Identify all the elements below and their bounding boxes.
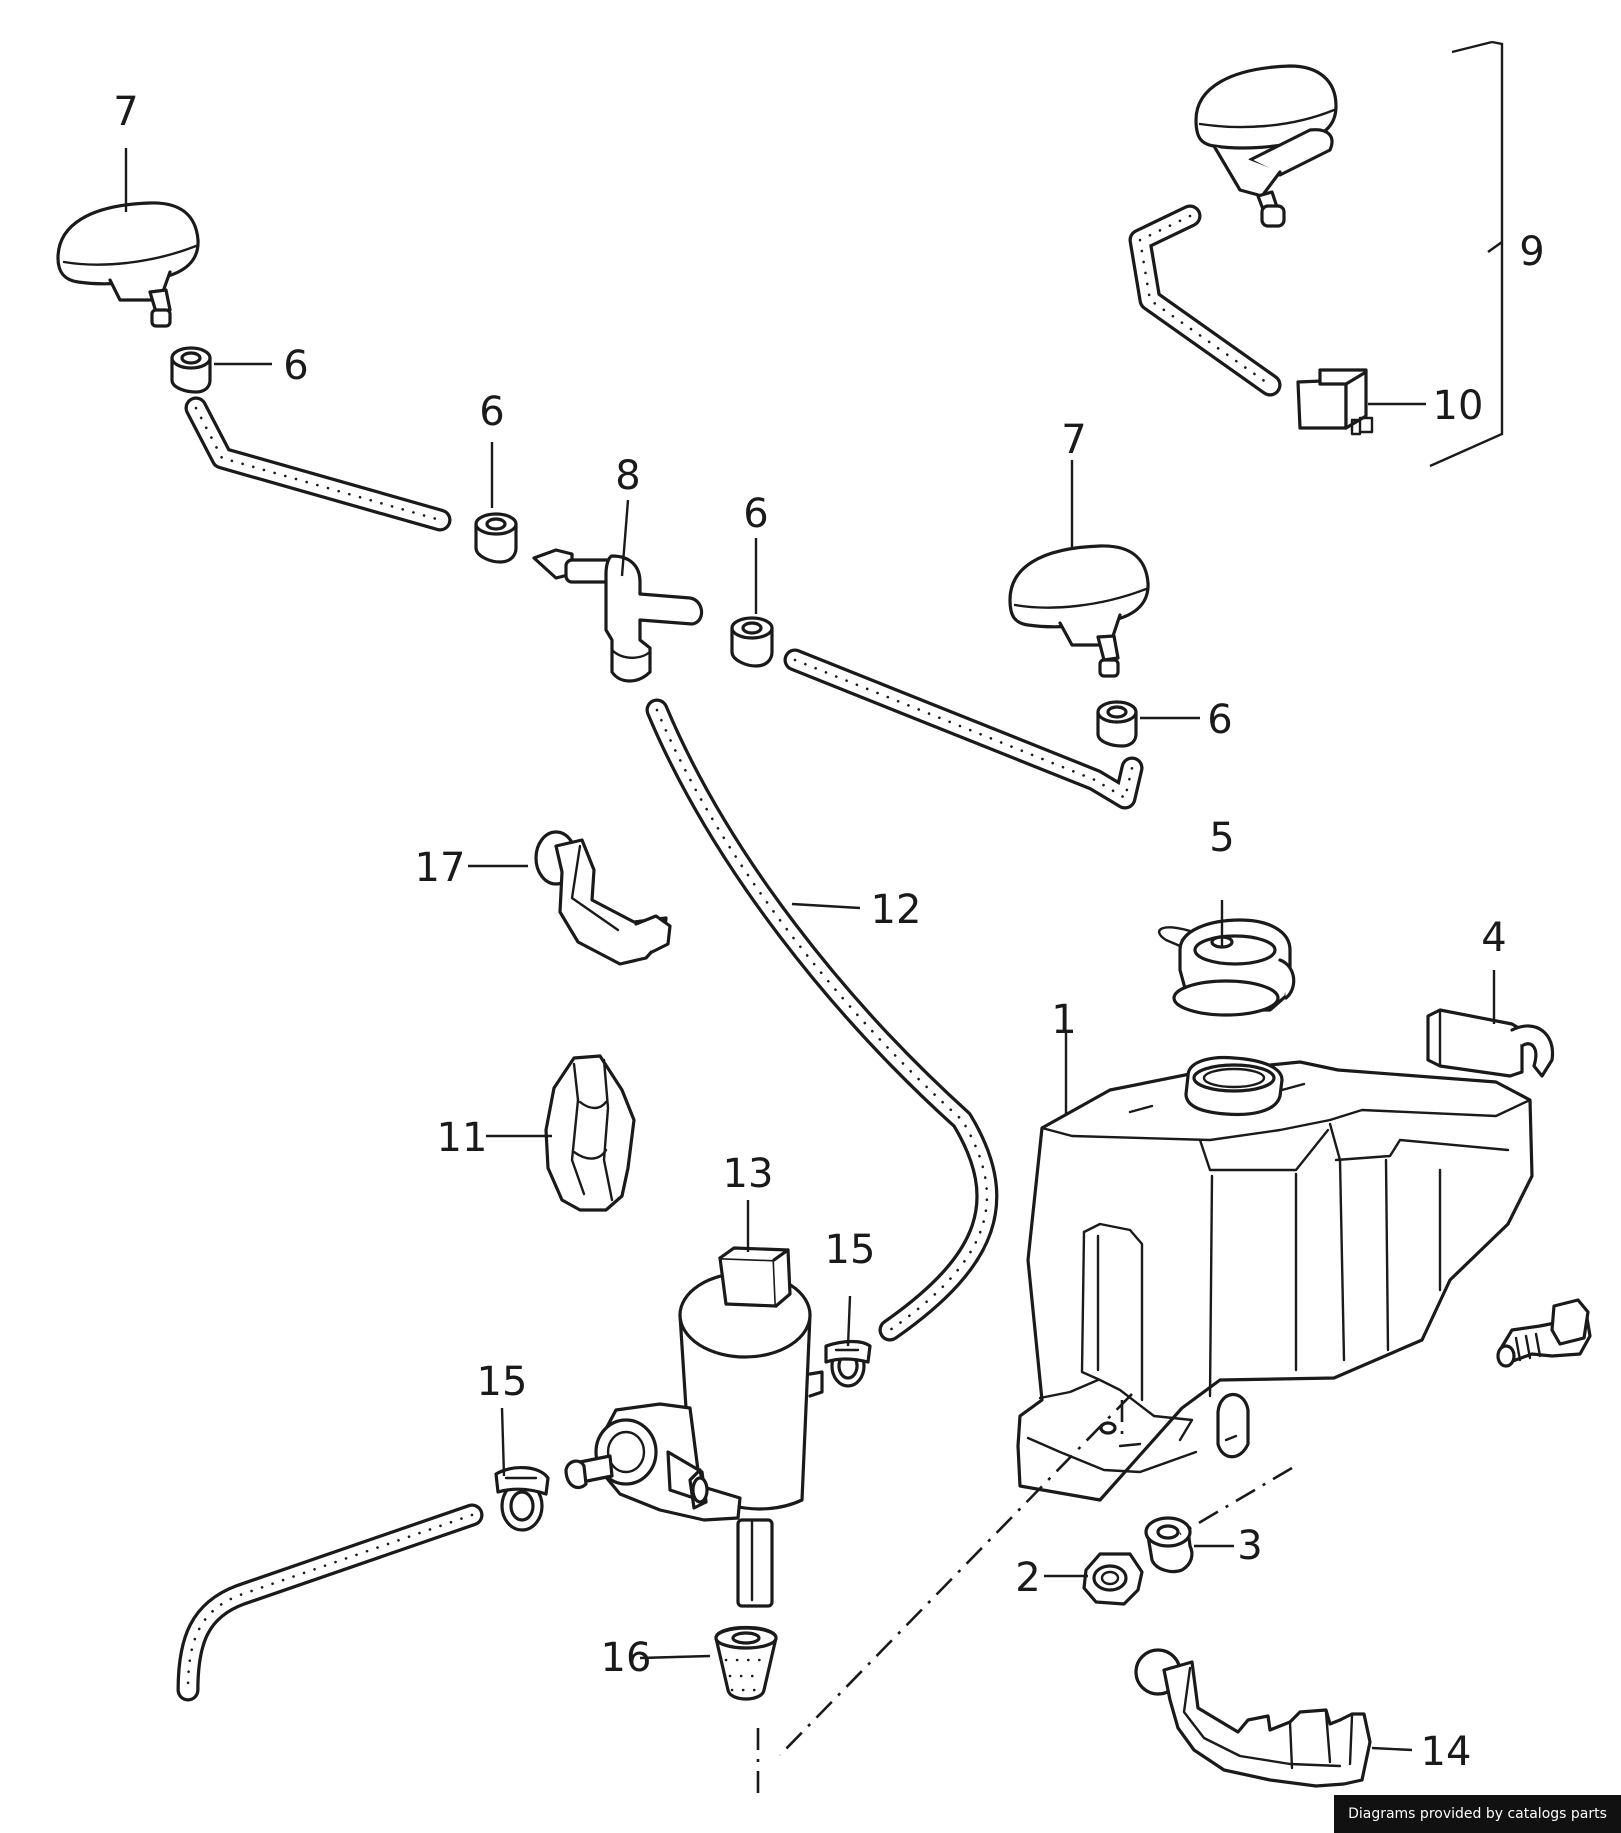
nozzle-kit-9	[1194, 64, 1338, 228]
grommet-left	[170, 346, 212, 394]
callout-6-upper: 6	[479, 389, 505, 435]
callout-5: 5	[1209, 815, 1235, 861]
retaining-clip-11	[544, 1054, 636, 1212]
hose-lower-left	[176, 1503, 484, 1702]
hose-main-12	[645, 698, 999, 1342]
hose-clamp-15-upper	[824, 1339, 872, 1388]
leader-lines	[124, 40, 1504, 1752]
callout-15-lower: 15	[476, 1359, 528, 1405]
t-connector	[532, 548, 704, 683]
washer-nozzle-right	[1008, 544, 1150, 678]
mounting-bolt	[1496, 1298, 1592, 1368]
washer-reservoir	[1016, 1055, 1534, 1502]
callout-2: 2	[1015, 1555, 1041, 1601]
washer-nozzle-left	[56, 201, 200, 328]
callout-3: 3	[1237, 1523, 1263, 1569]
washer-3	[1144, 1516, 1194, 1574]
assembly-line-pump	[779, 1393, 1133, 1756]
callout-13: 13	[722, 1151, 774, 1197]
callout-16: 16	[600, 1635, 652, 1681]
hose-clamp-15-lower	[494, 1466, 550, 1532]
callout-11: 11	[436, 1115, 488, 1161]
assembly-line-stud	[1179, 1466, 1293, 1536]
grommet-right	[1096, 700, 1138, 748]
callout-15-upper: 15	[824, 1227, 876, 1273]
callout-7-right: 7	[1061, 417, 1087, 463]
callout-6-right: 6	[1207, 697, 1233, 743]
pump-grommet-16	[714, 1625, 778, 1701]
callout-8: 8	[615, 453, 641, 499]
callout-4: 4	[1481, 915, 1507, 961]
heater-connector-10	[1296, 368, 1374, 436]
callout-1: 1	[1051, 997, 1077, 1043]
callout-6-mid: 6	[743, 491, 769, 537]
reservoir-cap-5	[1158, 918, 1296, 1017]
grommet-upper	[474, 512, 518, 564]
callout-9: 9	[1519, 229, 1545, 275]
nut-2	[1082, 1552, 1144, 1606]
hose-left-upper	[184, 396, 452, 532]
callout-12: 12	[870, 887, 922, 933]
washer-pump	[564, 1246, 824, 1608]
callout-7-left: 7	[113, 89, 139, 135]
hose-kit-9	[1128, 204, 1282, 397]
callout-17: 17	[414, 845, 466, 891]
credit-banner: Diagrams provided by catalogs parts	[1334, 1795, 1621, 1833]
callout-6-left: 6	[283, 343, 309, 389]
hose-clip-17	[534, 830, 672, 966]
callout-14: 14	[1420, 1729, 1472, 1775]
grommet-mid	[730, 616, 774, 668]
hose-right-upper	[783, 648, 1144, 810]
bracket-14	[1134, 1648, 1372, 1788]
callout-10: 10	[1432, 383, 1484, 429]
retaining-strip-4	[1426, 1008, 1555, 1078]
